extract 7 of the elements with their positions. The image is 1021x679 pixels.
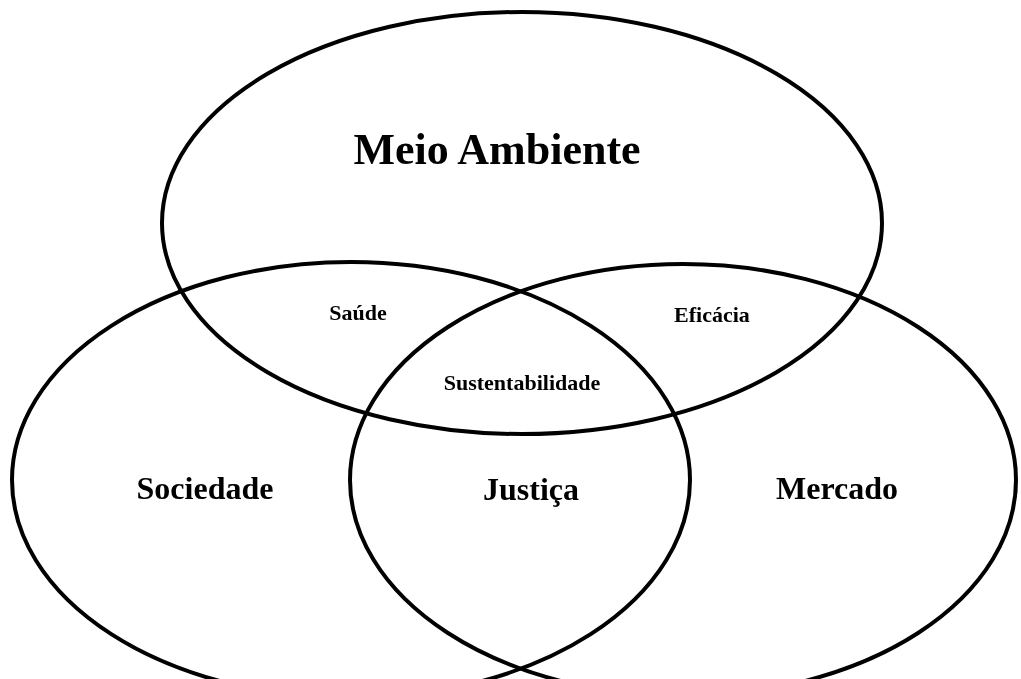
overlap-label: Saúde [329,302,387,324]
set-label: Sociedade [136,472,274,504]
set-label: Meio Ambiente [353,128,641,172]
overlap-label: Justiça [483,473,579,505]
overlap-label: Eficácia [674,304,750,326]
set-label: Mercado [776,472,898,504]
overlap-label: Sustentabilidade [443,372,601,394]
